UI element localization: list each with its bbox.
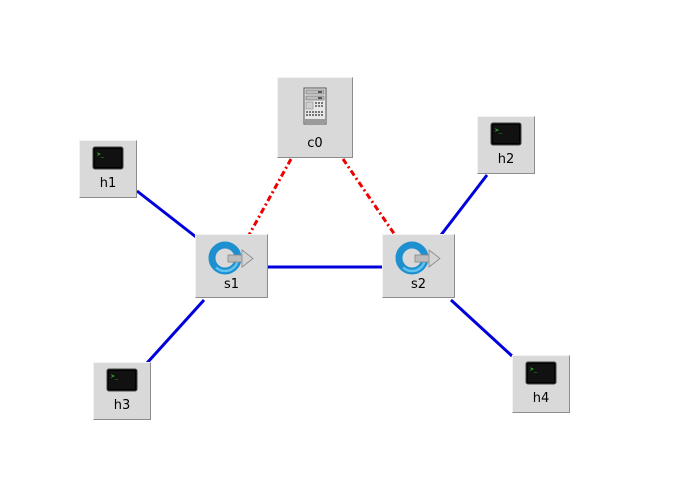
link-h1-s1[interactable] (136, 189, 197, 239)
node-h2[interactable]: >_ h2 (477, 116, 535, 174)
switch-icon (208, 241, 256, 279)
node-h1[interactable]: >_ h1 (79, 140, 137, 198)
link-h4-s2[interactable] (449, 298, 514, 358)
controller-server-icon (303, 87, 327, 129)
svg-text:>_: >_ (97, 151, 105, 158)
svg-text:>_: >_ (111, 373, 119, 380)
node-label: h2 (497, 152, 515, 167)
host-terminal-icon: >_ (106, 368, 138, 396)
node-h4[interactable]: >_ h4 (512, 355, 570, 413)
svg-text:>_: >_ (530, 366, 538, 373)
node-s2[interactable]: s2 (382, 234, 455, 298)
node-label: h3 (113, 398, 131, 413)
svg-text:>_: >_ (495, 127, 503, 134)
node-label: s2 (410, 277, 427, 292)
node-label: h4 (532, 391, 550, 406)
node-label: h1 (99, 176, 117, 191)
node-label: c0 (307, 136, 323, 151)
switch-icon (395, 241, 443, 279)
link-h3-s1[interactable] (145, 298, 206, 365)
host-terminal-icon: >_ (490, 122, 522, 150)
link-c0-s2[interactable] (341, 158, 397, 236)
host-terminal-icon: >_ (525, 361, 557, 389)
node-s1[interactable]: s1 (195, 234, 268, 298)
node-c0[interactable]: c0 (277, 77, 353, 158)
link-h2-s2[interactable] (439, 174, 489, 236)
node-h3[interactable]: >_ h3 (93, 362, 151, 420)
host-terminal-icon: >_ (92, 146, 124, 174)
link-c0-s1[interactable] (247, 158, 293, 236)
node-label: s1 (223, 277, 240, 292)
